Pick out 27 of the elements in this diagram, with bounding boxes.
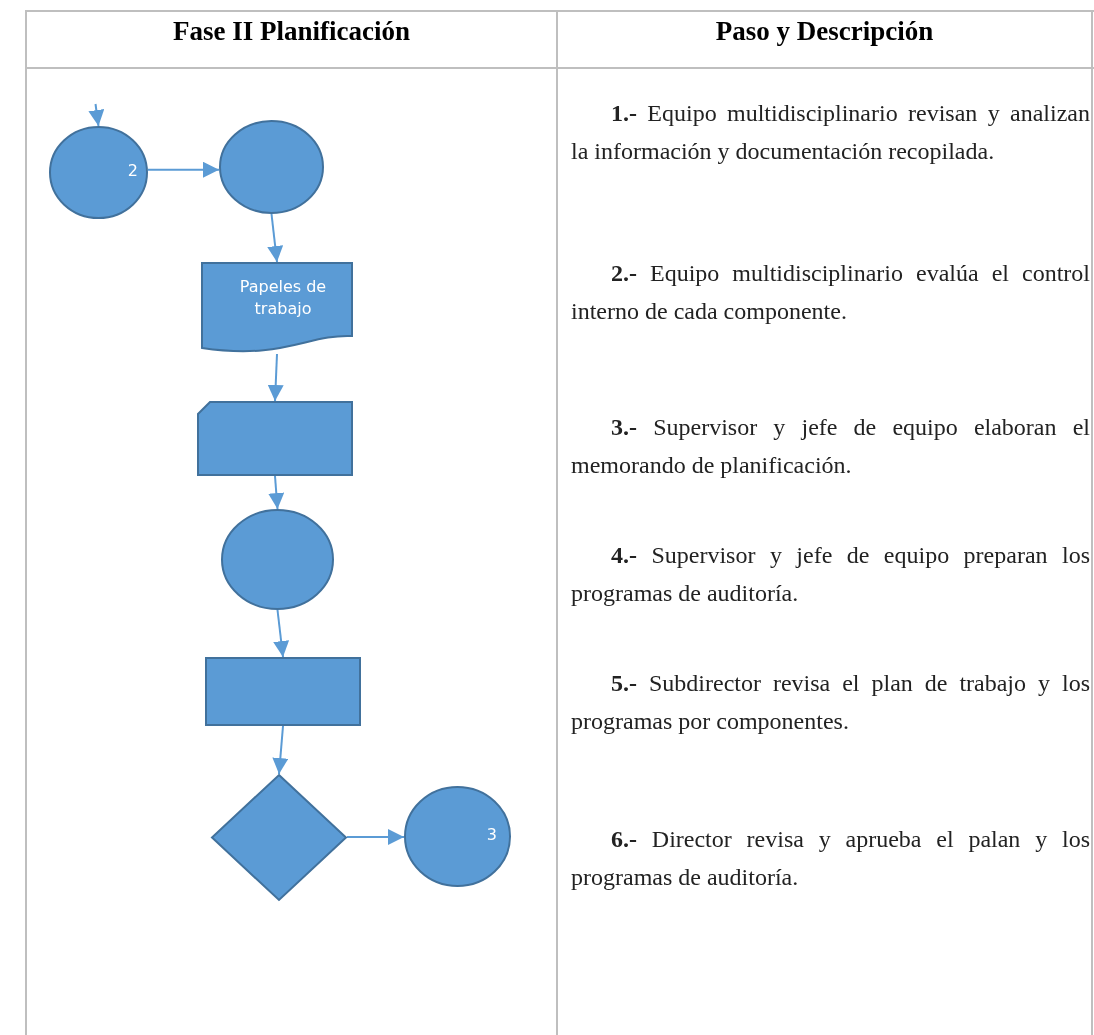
document-shape <box>201 262 353 354</box>
arrow <box>267 353 284 402</box>
step-description: 3.- Supervisor y jefe de equipo elaboran el memorando de planificación. <box>571 413 1090 480</box>
step-description: 4.- Supervisor y jefe de equipo preparan los programas de auditoría. <box>571 541 1090 608</box>
arrow <box>267 213 284 263</box>
arrow <box>88 103 105 127</box>
decision-diamond <box>211 774 347 901</box>
step-description: 5.- Subdirector revisa el plan de trabajo y los programas por componentes. <box>571 669 1090 736</box>
arrow <box>272 725 289 775</box>
node-label: Papeles de trabajo <box>238 276 328 320</box>
step-description: 1.- Equipo multidisciplinario revisan y analizan la información y documentación recopilada. <box>571 99 1090 166</box>
arrow <box>268 475 285 510</box>
column-header: Paso y Descripción <box>714 16 935 47</box>
process-box <box>205 657 361 726</box>
connector-circle <box>221 509 334 610</box>
card-shape <box>197 401 353 476</box>
step-description: 2.- Equipo multidisciplinario evalúa el control interno de cada componente. <box>571 259 1090 326</box>
arrow <box>346 829 405 845</box>
arrow <box>273 609 290 658</box>
connector-circle <box>404 786 511 887</box>
node-label: 3 <box>486 824 497 846</box>
arrow <box>147 161 220 178</box>
node-label: 2 <box>127 160 138 182</box>
column-header: Fase II Planificación <box>172 16 411 47</box>
connector-circle <box>49 126 148 219</box>
step-description: 6.- Director revisa y aprueba el palan y los programas de auditoría. <box>571 825 1090 892</box>
connector-circle <box>219 120 324 214</box>
